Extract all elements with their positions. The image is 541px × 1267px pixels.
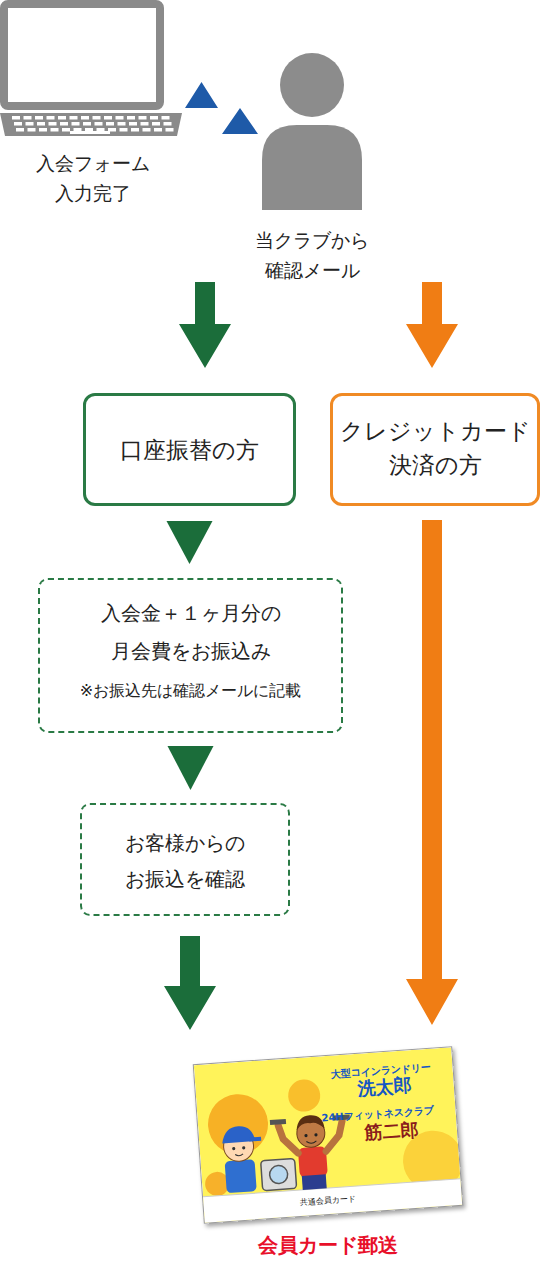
flow-arrow <box>406 282 458 368</box>
node-caption: 入会フォーム 入力完了 <box>25 148 160 208</box>
node-caption: 当クラブから 確認メール <box>247 225 377 285</box>
process-box: 口座振替の方 <box>83 393 296 506</box>
step-note: ※お振込先は確認メールに記載 <box>40 680 341 702</box>
person-icon <box>195 50 445 215</box>
box-label: クレジットカード 決済の方 <box>333 414 537 482</box>
card-brand-name: 洗太郎 <box>357 1074 412 1100</box>
step-triangle <box>167 521 213 564</box>
flow-arrow <box>164 936 216 1030</box>
process-box: クレジットカード 決済の方 <box>330 393 540 506</box>
member-card: 大型コインランドリー洗太郎24Hフィットネスクラブ筋二郎共通会員カード <box>193 1046 464 1224</box>
card-caption: 会員カード郵送 <box>190 1231 465 1259</box>
flow-arrow <box>179 282 231 368</box>
step-box: お客様からの お振込を確認 <box>80 803 290 916</box>
step-box: 入会金＋１ヶ月分の 月会費をお振込み ※お振込先は確認メールに記載 <box>38 578 343 733</box>
flow-arrow <box>406 520 458 1025</box>
box-label: 口座振替の方 <box>86 434 293 466</box>
person-node: 当クラブから 確認メール <box>195 50 445 282</box>
step-label: 入会金＋１ヶ月分の 月会費をお振込み <box>80 594 301 670</box>
member-card-node: 大型コインランドリー洗太郎24Hフィットネスクラブ筋二郎共通会員カード会員カード… <box>190 1045 465 1267</box>
exchange-arrows <box>185 82 258 134</box>
card-brand-name: 筋二郎 <box>364 1119 419 1145</box>
step-triangle <box>168 746 214 790</box>
laptop-node: 入会フォーム 入力完了 <box>0 0 185 212</box>
laptop-icon <box>0 0 185 140</box>
step-label: お客様からの お振込を確認 <box>110 825 260 897</box>
